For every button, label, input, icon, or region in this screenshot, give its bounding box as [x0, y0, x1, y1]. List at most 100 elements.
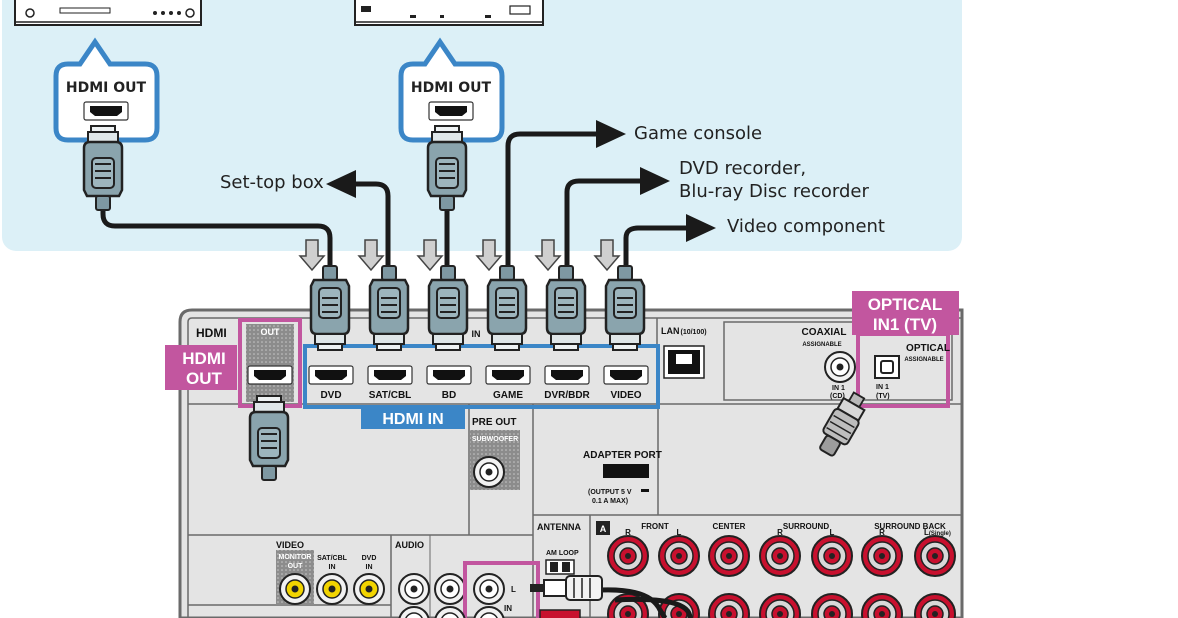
hdmi-in-label-dvr-bdr: DVR/BDR [544, 390, 590, 401]
video-label: VIDEO [276, 540, 304, 550]
lan-port-area: LAN(10/100) [661, 326, 707, 379]
surround-back-r-label: R [879, 528, 885, 537]
arrow-dvr [640, 167, 670, 195]
hdmi-in-socket-sat-cbl[interactable] [367, 365, 413, 385]
adapter-port-label: ADAPTER PORT [583, 450, 662, 461]
coaxial-label: COAXIAL [802, 327, 847, 338]
surround-back-l-label: L(Single) [924, 528, 951, 537]
cable-dvr [564, 178, 648, 275]
dvd-in-label-2: IN [366, 564, 373, 571]
hdmi-in-socket-dvd[interactable] [308, 365, 354, 385]
hdmi-in-tag: HDMI IN [361, 407, 465, 429]
speaker-terminal-1-7[interactable] [914, 535, 956, 577]
surround-r-label: R [777, 528, 783, 537]
optical-tag-line2: IN1 (TV) [873, 315, 937, 334]
speaker-terminal-1-1[interactable] [607, 535, 649, 577]
arrow-game [596, 120, 626, 148]
adapter-spec-1: (OUTPUT 5 V [588, 489, 632, 496]
audio-jack-1[interactable] [398, 573, 430, 605]
dvd-in-label-1: DVD [362, 555, 377, 562]
coaxial-sub-label: ASSIGNABLE [802, 342, 841, 348]
monitor-out-label-2: OUT [288, 563, 304, 570]
inserted-plug-game [486, 264, 528, 352]
hdmi-in-socket-dvr-bdr[interactable] [544, 365, 590, 385]
game-console-label: Game console [634, 123, 762, 144]
receiver-hdmi-label: HDMI [196, 326, 227, 340]
hdmi-in-label-game: GAME [493, 390, 523, 401]
satcbl-video-jack[interactable] [316, 573, 348, 605]
cable-video [623, 225, 693, 275]
speaker-terminal-1-3[interactable] [708, 535, 750, 577]
hdmi-in-socket-bd[interactable] [426, 365, 472, 385]
out-label: OUT [261, 327, 281, 337]
speaker-terminal-1-5[interactable] [811, 535, 853, 577]
optical-sub-label: ASSIGNABLE [904, 357, 943, 363]
video-component-label: Video component [727, 216, 885, 237]
audio-in-label: IN [504, 604, 512, 613]
audio-section: AUDIO L IN [395, 535, 540, 618]
inserted-plug-bd [427, 264, 469, 352]
dvd-recorder-label-2: Blu-ray Disc recorder [679, 181, 869, 202]
hdmi-in-label-dvd: DVD [320, 390, 341, 401]
hdmi-in-small-label: IN [472, 329, 481, 339]
inserted-plug-dvd [309, 264, 351, 352]
hdmi-in-tag-label: HDMI IN [382, 411, 443, 428]
optical-tag-line1: OPTICAL [868, 295, 943, 314]
speaker-terminal-1-6[interactable] [861, 535, 903, 577]
surround-l-label: L [830, 528, 835, 537]
left-hdmi-out-callout: HDMI OUT [53, 37, 160, 143]
arrow-video [686, 214, 716, 242]
optical-label: OPTICAL [906, 343, 950, 354]
dvd-video-jack[interactable] [353, 573, 385, 605]
inserted-plug-dvr-bdr [545, 264, 587, 352]
adapter-port[interactable] [603, 464, 649, 478]
arrow-set-top-box [326, 170, 356, 198]
audio-rca-plug [530, 575, 693, 618]
audio-jack-2[interactable] [434, 573, 466, 605]
monitor-out-jack[interactable] [279, 573, 311, 605]
lan-label: LAN(10/100) [661, 326, 707, 336]
pre-out-area: PRE OUT SUBWOOFER [470, 417, 520, 490]
hdmi-out-port-area: OUT [238, 318, 302, 408]
hdmi-in-socket-video[interactable] [603, 365, 649, 385]
cable-arrowheads [326, 120, 716, 242]
subwoofer-jack[interactable] [473, 456, 505, 488]
speaker-a-label: A [600, 524, 607, 534]
optical-tag: OPTICAL IN1 (TV) [852, 291, 959, 335]
coaxial-jack[interactable] [824, 351, 856, 383]
pre-out-label: PRE OUT [472, 417, 516, 428]
speaker-section: A FRONT R L CENTER SURROUND R L SURROUND… [596, 521, 956, 618]
hdmi-out-socket[interactable] [247, 365, 293, 385]
am-loop-label: AM LOOP [546, 550, 579, 557]
video-section: VIDEO MONITOR OUT SAT/CBL IN DVD IN [276, 540, 385, 605]
audio-label: AUDIO [395, 540, 424, 550]
satcbl-in-label-1: SAT/CBL [317, 555, 348, 562]
right-hdmi-out-callout: HDMI OUT [398, 37, 505, 143]
cable-dvd [100, 207, 333, 275]
inserted-plug-sat-cbl [368, 264, 410, 352]
subwoofer-label: SUBWOOFER [472, 436, 518, 443]
dvd-recorder-label-1: DVD recorder, [679, 158, 806, 179]
optical-in-device: (TV) [876, 393, 890, 400]
set-top-box-label: Set-top box [220, 172, 324, 193]
audio-in-l-jack[interactable] [473, 573, 505, 605]
speaker-terminal-1-2[interactable] [658, 535, 700, 577]
speaker-terminal-1-4[interactable] [759, 535, 801, 577]
optical-plug [819, 391, 866, 457]
monitor-out-label-1: MONITOR [279, 554, 312, 561]
hdmi-out-tag-line1: HDMI [182, 349, 225, 368]
front-label: FRONT [641, 522, 669, 531]
cable-game [505, 131, 603, 275]
left-callout-label: HDMI OUT [66, 80, 147, 96]
antenna-area: ANTENNA AM LOOP [537, 522, 581, 575]
right-callout-label: HDMI OUT [411, 80, 492, 96]
hdmi-in-socket-game[interactable] [485, 365, 531, 385]
hdmi-in-label-sat-cbl: SAT/CBL [369, 390, 412, 401]
adapter-spec-2: 0.1 A MAX) [592, 498, 628, 505]
coaxial-in-device: (CD) [830, 393, 845, 400]
center-label: CENTER [713, 522, 746, 531]
front-l-label: L [677, 528, 682, 537]
